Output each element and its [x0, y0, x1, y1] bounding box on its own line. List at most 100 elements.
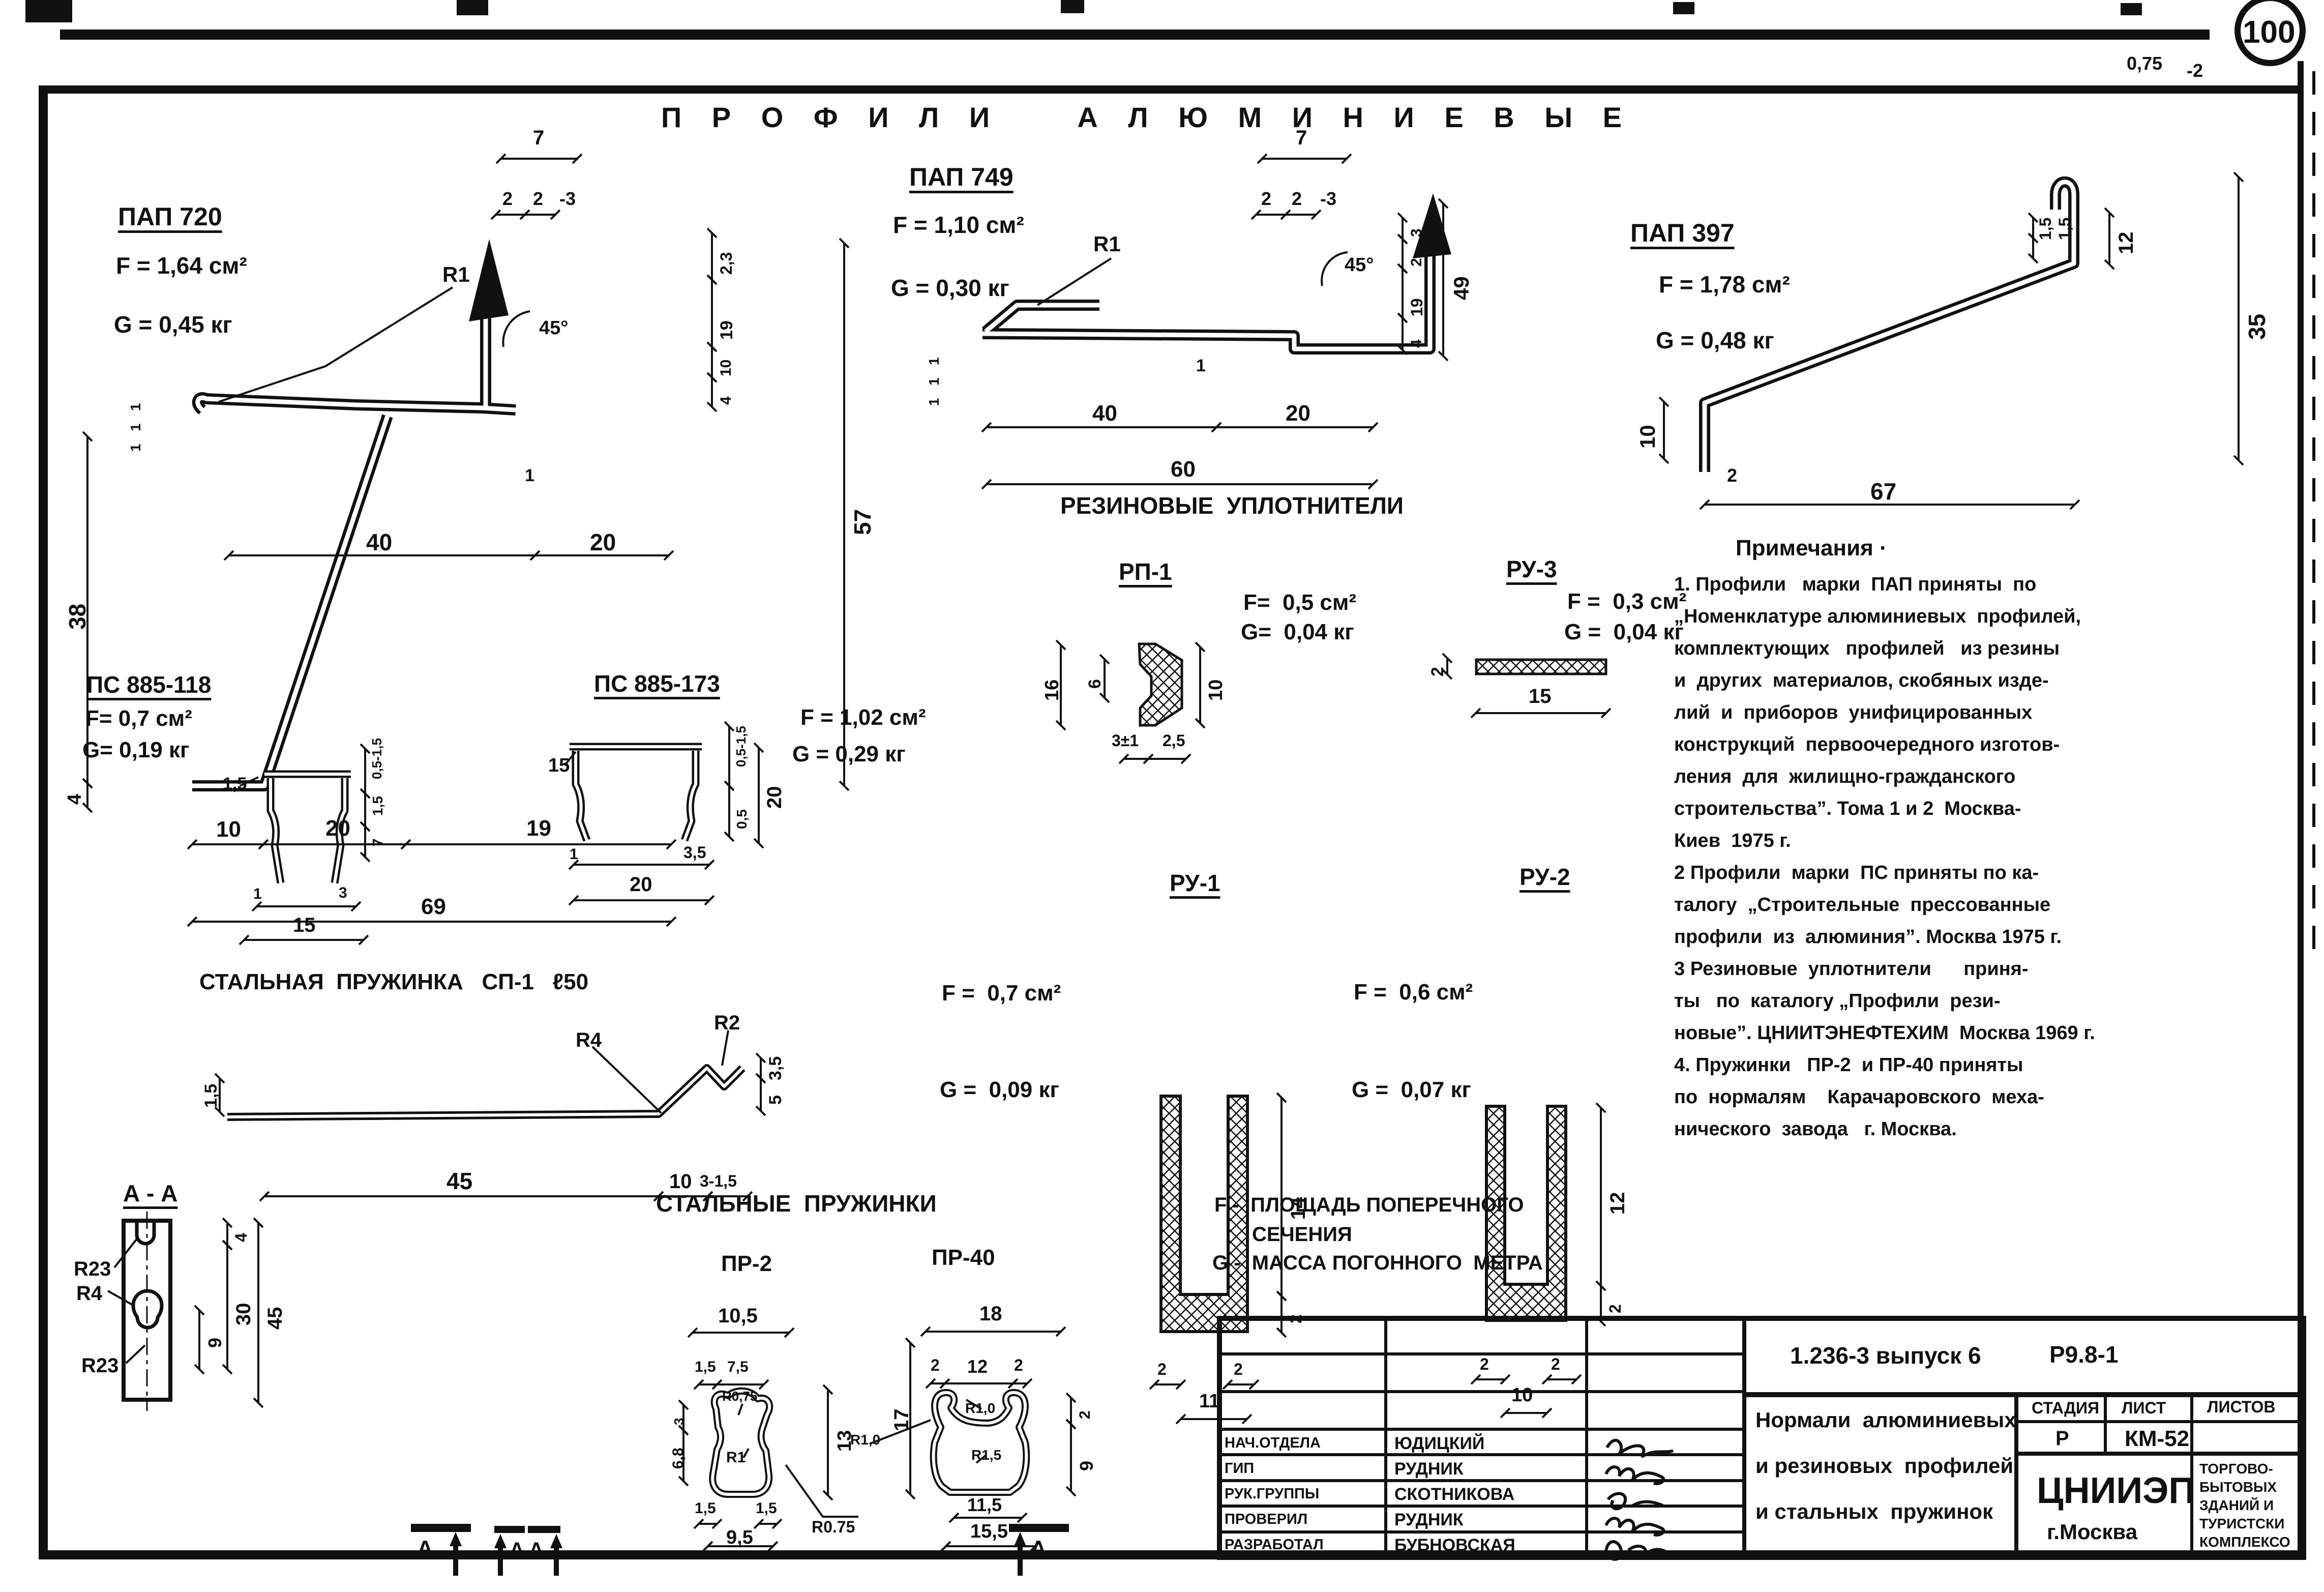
- doc-number: 1.236-3 выпуск 6: [1790, 1342, 1981, 1369]
- dim-label: 69: [421, 894, 446, 919]
- dim-label: 1: [926, 357, 942, 365]
- dim-label: 15: [548, 755, 570, 776]
- dim-label: 49: [1449, 276, 1473, 300]
- note-line: ты по каталогу „Профили рези-: [1674, 990, 2001, 1012]
- page-number: 100: [2243, 15, 2296, 50]
- dim-label: R1: [442, 262, 470, 286]
- dim-label: 6: [1085, 679, 1105, 689]
- dim-label: 2: [1551, 1355, 1560, 1373]
- org-building-type-line: БЫТОВЫХ: [2199, 1479, 2277, 1495]
- dim-label: R1,0: [965, 1400, 996, 1416]
- pap720-area: F = 1,64 см²: [116, 252, 247, 279]
- note-line: 4. Пружинки ПР-2 и ПР-40 приняты: [1674, 1054, 2023, 1076]
- dim-label: 2,3: [717, 252, 735, 275]
- dim-label: 12: [1606, 1192, 1629, 1215]
- dim-label: 45: [446, 1168, 473, 1194]
- dim-label: R1,0: [850, 1432, 881, 1448]
- dim-label: 3±1: [1112, 731, 1139, 750]
- titleblock-name: РУДНИК: [1394, 1510, 1464, 1529]
- dim-label: R1,5: [971, 1447, 1002, 1463]
- dim-label: 1: [1196, 356, 1206, 375]
- ru3-mass: G = 0,04 кг: [1564, 620, 1684, 644]
- dim-label: R0.75: [812, 1518, 855, 1536]
- dim-label: 15: [1529, 685, 1552, 707]
- aa-title: А - А: [123, 1180, 178, 1206]
- ru1-area: F = 0,7 см²: [942, 981, 1061, 1006]
- dim-label: 20: [325, 816, 350, 841]
- rp1-name: РП-1: [1119, 558, 1172, 585]
- dim-label: 10: [669, 1170, 692, 1193]
- dim-label: 30: [232, 1303, 255, 1326]
- ps885-118-name: ПС 885-118: [86, 671, 212, 698]
- ps885-173-area: F = 1,02 см²: [800, 705, 926, 730]
- dim-label: 2: [1157, 1360, 1167, 1378]
- dim-label: 2: [1014, 1356, 1023, 1374]
- titleblock-role: НАЧ.ОТДЕЛА: [1225, 1435, 1321, 1451]
- dim-label: 20: [763, 786, 786, 809]
- notes-heading: Примечания ·: [1736, 536, 1887, 561]
- titleblock-name: СКОТНИКОВА: [1394, 1485, 1515, 1504]
- pap720-name: ПАП 720: [118, 202, 222, 231]
- leader-lines: [107, 257, 1112, 1518]
- note-line: 2 Профили марки ПС приняты по ка-: [1674, 862, 2039, 883]
- dim-label: 2: [1287, 1314, 1305, 1323]
- dim-label: 5: [766, 1095, 785, 1105]
- dim-label: 4: [64, 793, 85, 805]
- titleblock-role: РУК.ГРУППЫ: [1225, 1486, 1320, 1502]
- dim-label: 12: [967, 1356, 988, 1377]
- dim-label: 0,75: [2127, 53, 2163, 74]
- dim-label: 1,5: [695, 1500, 716, 1517]
- stage-label: СТАДИЯ: [2032, 1399, 2099, 1417]
- org-building-type-line: КОМПЛЕКСО: [2199, 1534, 2290, 1550]
- dim-label: 15: [293, 914, 316, 936]
- dim-label: 11: [1199, 1391, 1220, 1412]
- titleblock-role: РАЗРАБОТАЛ: [1225, 1537, 1324, 1553]
- dim-label: R23: [74, 1258, 111, 1280]
- dim-label: 1: [128, 403, 143, 411]
- dim-label: 15,5: [970, 1521, 1008, 1542]
- page-number-circle: [2234, 0, 2306, 66]
- pap397-name: ПАП 397: [1630, 219, 1735, 247]
- ru3-area: F = 0,3 см²: [1567, 589, 1687, 614]
- dim-label: 1,5: [370, 796, 385, 816]
- dim-label: 9: [204, 1337, 225, 1348]
- note-line: комплектующих профилей из резины: [1674, 638, 2060, 659]
- pap397-area: F = 1,78 см²: [1659, 271, 1790, 298]
- spring-heading: СТАЛЬНАЯ ПРУЖИНКА СП-1 ℓ50: [199, 969, 589, 994]
- title-block-grid: [1217, 1316, 2306, 1560]
- section-mark-a3: А: [529, 1539, 544, 1561]
- dim-label: 35: [2244, 313, 2270, 340]
- dim-label: 1,5: [695, 1359, 716, 1375]
- dim-label: 7: [1296, 127, 1307, 149]
- org-building-type-line: ТУРИСТСКИ: [2199, 1516, 2285, 1531]
- dim-label: 40: [366, 529, 393, 555]
- dim-label: -3: [559, 188, 576, 209]
- dim-label: 2: [1408, 258, 1425, 267]
- dim-label: R1: [1093, 232, 1121, 256]
- note-line: 3 Резиновые уплотнители приня-: [1674, 958, 2029, 980]
- dim-label: 14: [1287, 1197, 1309, 1220]
- dim-label: 1,5: [223, 774, 247, 793]
- dim-label: 4: [718, 396, 734, 405]
- dim-label: 19: [526, 816, 551, 841]
- legend-g: G - МАССА ПОГОННОГО МЕТРА: [1212, 1252, 1543, 1274]
- sheets-label: ЛИСТОВ: [2207, 1398, 2276, 1416]
- dim-label: 0,5: [734, 809, 750, 829]
- dim-label: 10,5: [718, 1305, 758, 1327]
- dim-label: 20: [1286, 401, 1310, 426]
- ru2-area: F = 0,6 см²: [1354, 980, 1473, 1005]
- note-line: новые”. ЦНИИТЭНЕФТЕХИМ Москва 1969 г.: [1674, 1022, 2095, 1044]
- dim-label: 40: [1092, 401, 1117, 426]
- dim-label: 67: [1870, 478, 1897, 505]
- dim-label: 4: [232, 1233, 250, 1242]
- dim-label: 9: [1076, 1460, 1097, 1471]
- dim-label: 2: [1261, 188, 1272, 209]
- dim-label: 3-1,5: [700, 1172, 737, 1190]
- note-line: ления для жилищно-гражданского: [1674, 766, 2016, 787]
- ru1-name: РУ-1: [1170, 870, 1220, 896]
- dim-label: 9,5: [726, 1527, 753, 1548]
- ps885-173-name: ПС 885-173: [594, 670, 720, 697]
